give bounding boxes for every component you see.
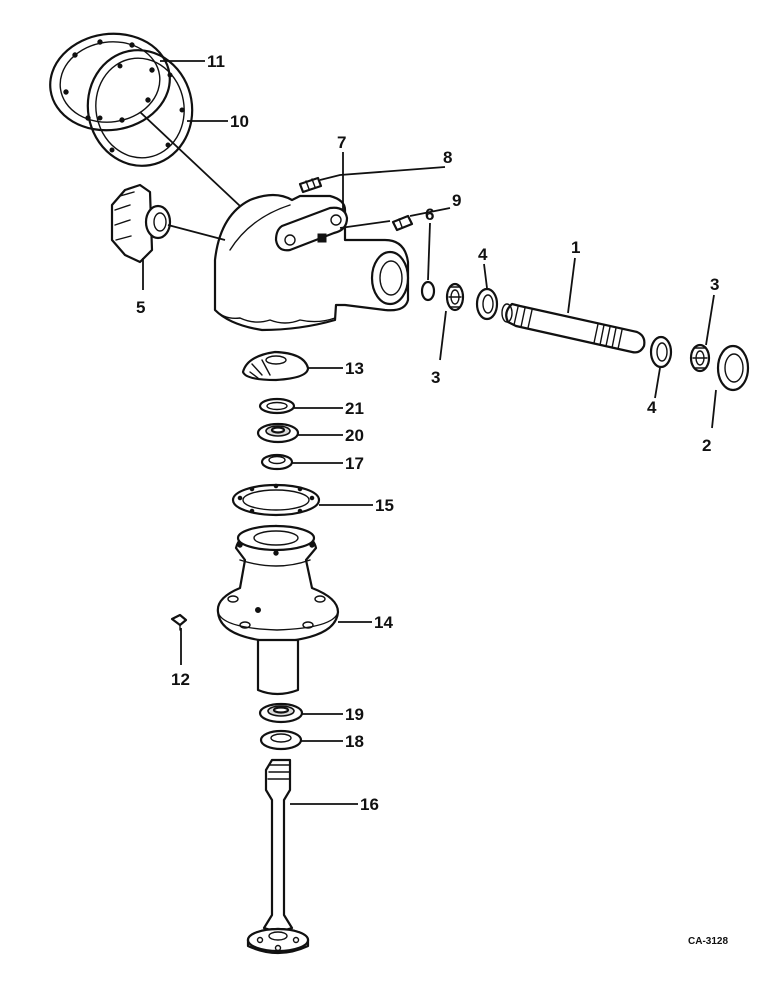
oil-seal-part-2 [716, 344, 750, 392]
callout-16: 16 [360, 795, 379, 814]
callout-13: 13 [345, 359, 364, 378]
leader-lines [139, 60, 717, 805]
blade-spindle-part-16 [246, 758, 310, 955]
leader-5 [167, 224, 226, 241]
gear-case-housing-part-7 [213, 193, 410, 332]
bevel-gear-part-5 [110, 183, 172, 264]
callout-7: 7 [337, 133, 346, 152]
grease-fitting-part-12 [170, 613, 188, 631]
callout-1: 1 [571, 238, 580, 257]
callout-6: 6 [425, 205, 434, 224]
callout-17: 17 [345, 454, 364, 473]
leader-1 [567, 257, 576, 314]
gasket-part-10 [86, 49, 194, 167]
cone-bearing-part-3-upper [445, 282, 465, 312]
leader-9-housing [339, 220, 391, 229]
callout-21: 21 [345, 399, 364, 418]
callout-4-upper: 4 [478, 245, 488, 264]
callout-5: 5 [136, 298, 145, 317]
callout-4-lower: 4 [647, 398, 657, 417]
leader-2 [711, 389, 717, 429]
leader-10-to-housing [139, 111, 241, 207]
callout-11: 11 [207, 52, 225, 71]
bearing-cup-part-4-upper [475, 287, 499, 321]
callout-3-upper: 3 [431, 368, 440, 387]
callout-10: 10 [230, 112, 249, 131]
snap-ring-part-6 [420, 280, 436, 302]
cone-bearing-part-3-lower [689, 343, 711, 373]
bevel-gear-part-13 [241, 350, 310, 382]
leader-3-lower [705, 294, 715, 346]
leader-4-lower [654, 367, 661, 399]
snap-ring-part-21 [258, 397, 296, 415]
callouts: 11 10 7 8 9 6 4 1 3 5 3 4 2 13 21 20 17 … [136, 52, 728, 947]
fitting-part-9 [391, 214, 414, 232]
callout-3-right: 3 [710, 275, 719, 294]
callout-18: 18 [345, 732, 364, 751]
callout-20: 20 [345, 426, 364, 445]
breather-plug-part-8 [298, 176, 323, 194]
leader-8 [319, 166, 446, 181]
oil-seal-part-18 [259, 729, 303, 751]
spacer-part-17 [260, 453, 294, 471]
callout-9: 9 [452, 191, 461, 210]
bearing-part-19 [258, 702, 304, 724]
leader-3-upper [439, 310, 447, 361]
bearing-cup-part-4-lower [649, 335, 673, 369]
gasket-part-15 [231, 483, 321, 517]
callout-19: 19 [345, 705, 364, 724]
leader-4-upper [483, 263, 488, 289]
drawing-code: CA-3128 [688, 936, 728, 947]
spindle-housing-part-14 [216, 524, 340, 696]
callout-12: 12 [171, 670, 190, 689]
callout-14: 14 [374, 613, 393, 632]
callout-15: 15 [375, 496, 394, 515]
leader-6 [427, 222, 431, 281]
drive-shaft-part-1 [501, 302, 646, 354]
ball-bearing-part-20 [256, 422, 300, 444]
callout-2: 2 [702, 436, 711, 455]
callout-8: 8 [443, 148, 452, 167]
cover-plate-part-11 [49, 32, 171, 132]
leader-9 [409, 207, 451, 217]
